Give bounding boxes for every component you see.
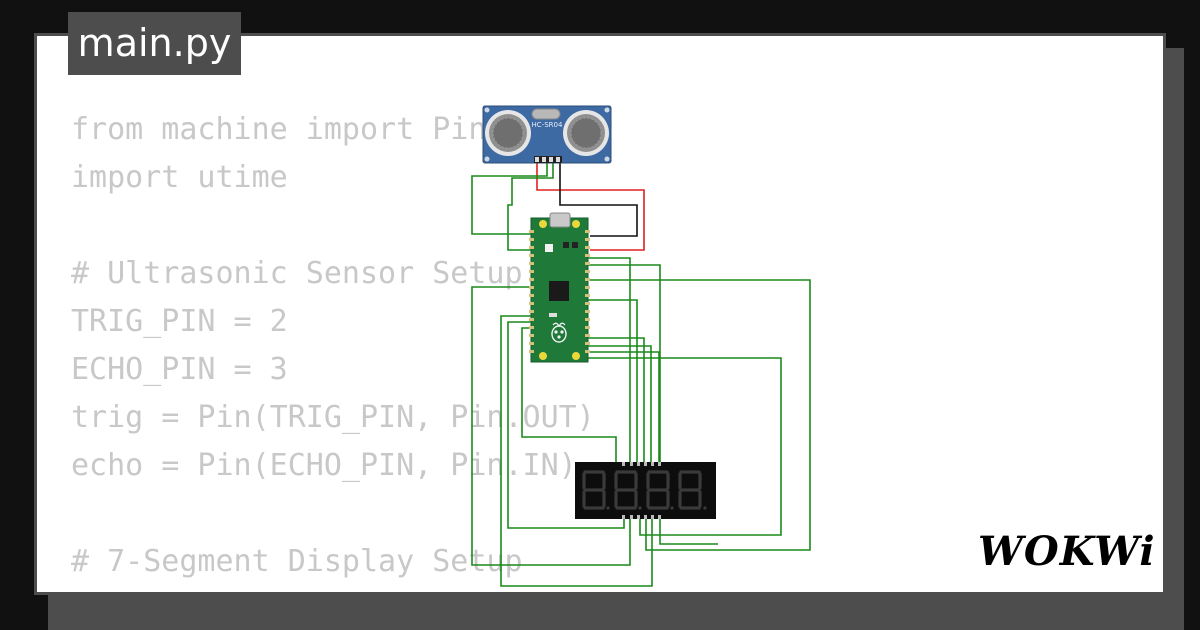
wire-gnd [559, 160, 638, 237]
wire-seg [507, 321, 625, 529]
wire-seg [588, 357, 782, 536]
wires [471, 160, 811, 587]
display-digits [582, 470, 707, 510]
seven-segment-display[interactable] [575, 462, 716, 519]
transducer-right [563, 110, 609, 156]
wire-vcc [536, 160, 645, 251]
pico-board[interactable] [529, 212, 590, 363]
code-line: import utime [71, 160, 288, 195]
transducer-left [485, 110, 531, 156]
pico-pins-left [529, 230, 534, 353]
wire-seg [588, 351, 660, 464]
raspberry-logo-icon [551, 322, 567, 343]
code-line: ECHO_PIN = 3 [71, 352, 288, 387]
wire-seg [588, 257, 631, 464]
wire-seg [588, 337, 645, 464]
wire-seg [588, 264, 718, 545]
wire-seg [500, 315, 653, 587]
wire-echo [507, 160, 554, 251]
pico-pins-right [585, 230, 590, 353]
wire-seg [588, 345, 652, 464]
code-line: # Ultrasonic Sensor Setup [71, 256, 523, 291]
wire-seg [471, 286, 631, 566]
ultrasonic-sensor[interactable]: HC-SR04 [482, 105, 612, 164]
code-line: # 7-Segment Display Setup [71, 544, 523, 579]
wire-seg [588, 299, 638, 464]
sensor-label: HC-SR04 [532, 121, 563, 129]
wire-trig [471, 160, 548, 235]
code-line: TRIG_PIN = 2 [71, 304, 288, 339]
wokwi-logo: WOKWi [978, 528, 1156, 575]
display-pins-top [622, 462, 661, 466]
file-tab[interactable]: main.py [68, 12, 241, 75]
display-pins-bottom [622, 515, 661, 519]
wire-seg [588, 279, 811, 551]
